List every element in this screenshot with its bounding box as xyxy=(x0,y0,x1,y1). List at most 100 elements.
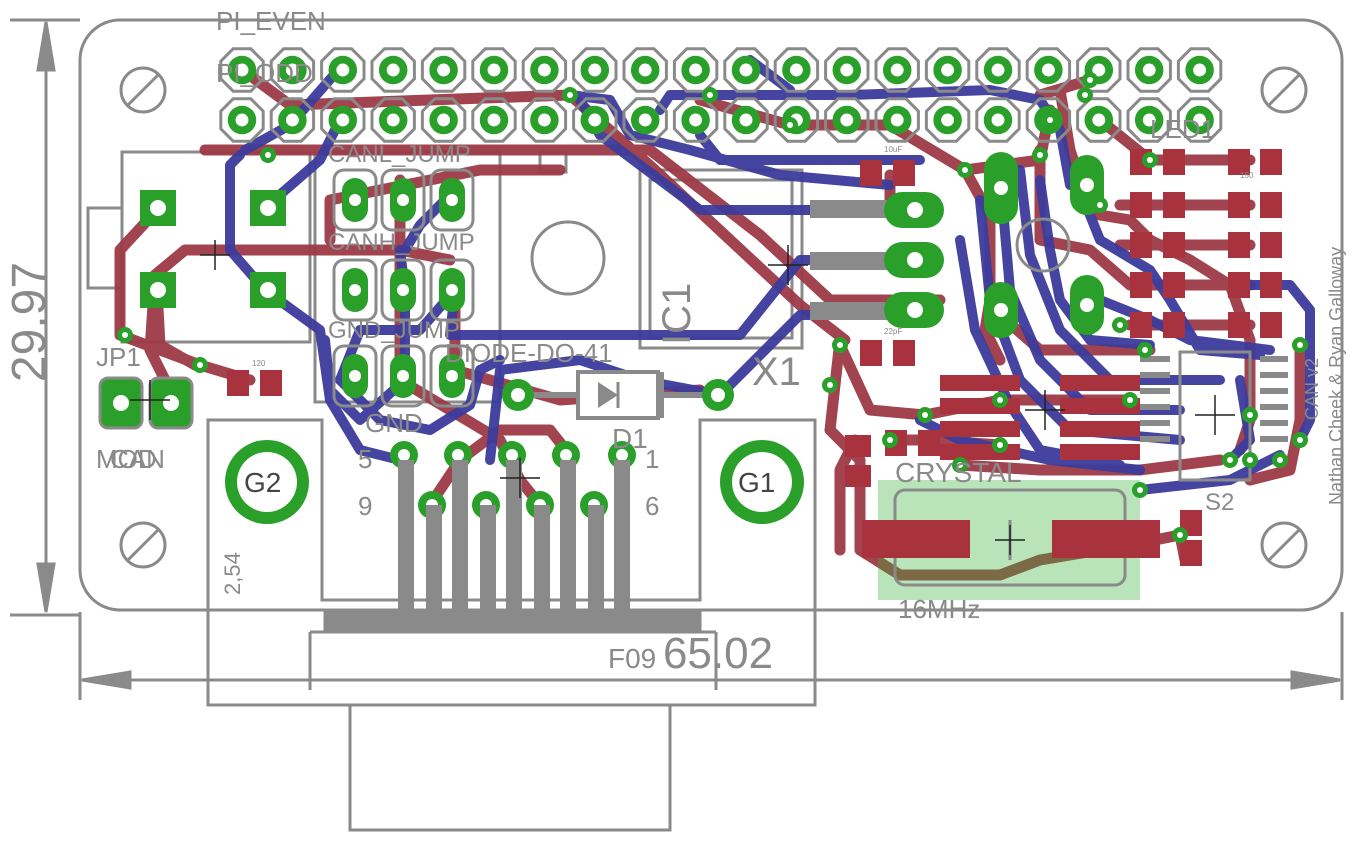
jumper-pin xyxy=(380,168,426,232)
label-cap-22pf: 22pF xyxy=(884,327,902,336)
header-pin xyxy=(521,47,568,93)
smd-pad xyxy=(1130,312,1152,338)
smd-pad xyxy=(1163,312,1185,338)
label-canh-jump: CANH_JUMP xyxy=(328,229,475,256)
left-connector-pads xyxy=(140,190,286,308)
diode-d1 xyxy=(502,370,734,420)
label-x1: X1 xyxy=(752,350,801,394)
label-cap-10uf: 10uF xyxy=(884,145,902,154)
vias xyxy=(117,72,1308,543)
label-jp1: JP1 xyxy=(96,342,141,372)
smd-pad xyxy=(1260,149,1282,175)
label-pin9: 9 xyxy=(358,491,372,521)
header-pin xyxy=(572,97,618,143)
smd-pad xyxy=(1228,149,1250,175)
header-pin xyxy=(269,47,316,93)
label-g2: G2 xyxy=(244,467,281,498)
header-pin xyxy=(1126,97,1172,143)
smd-pad xyxy=(1228,312,1250,338)
label-16mhz: 16MHz xyxy=(898,594,980,624)
label-r150: 150 xyxy=(1240,171,1254,180)
smd-pad xyxy=(1163,272,1185,298)
header-pin xyxy=(723,97,769,143)
header-pin xyxy=(975,47,1021,93)
label-led1: LED1 xyxy=(1150,114,1215,144)
header-pin xyxy=(1126,47,1172,93)
label-can: CAN xyxy=(110,444,165,474)
smd-pad xyxy=(1228,232,1250,258)
mounting-holes xyxy=(119,66,1308,569)
header-pin xyxy=(1176,97,1223,143)
jumper-pin xyxy=(332,168,378,232)
header-pin xyxy=(370,47,416,93)
connector-name: F09 xyxy=(608,643,656,674)
ground-holes xyxy=(225,440,804,524)
header-pin xyxy=(1076,97,1122,143)
header-pin xyxy=(471,47,517,93)
smd-pad xyxy=(1130,272,1152,298)
header-pin xyxy=(622,47,668,93)
smd-pad xyxy=(1163,232,1185,258)
header-pin xyxy=(975,97,1021,143)
label-mod: MOD xyxy=(96,444,157,474)
smd-pad xyxy=(1163,149,1185,175)
label-diode-package: DIODE-DO-41 xyxy=(445,338,613,368)
label-pin6: 6 xyxy=(645,491,659,521)
header-pin xyxy=(269,97,316,143)
label-crystal: CRYSTAL xyxy=(895,457,1022,488)
ic1-regulator xyxy=(810,192,944,328)
jumper-pin xyxy=(429,344,475,408)
origin-crosshairs xyxy=(130,240,1235,555)
header-pin xyxy=(370,97,416,143)
label-pi-even: PI_EVEN xyxy=(216,6,326,36)
smd-pad xyxy=(1260,192,1282,218)
smd-pad xyxy=(1260,312,1282,338)
label-g1: G1 xyxy=(738,467,775,498)
header-pin xyxy=(521,97,568,143)
jumper-pin xyxy=(332,344,378,408)
smd-resistors xyxy=(1130,149,1282,338)
label-gnd-jump: GND_JUMP xyxy=(328,317,460,344)
label-s2: S2 xyxy=(1205,489,1234,516)
smd-pad xyxy=(1260,272,1282,298)
can-controller-chip xyxy=(1140,350,1288,482)
oscillator-pads xyxy=(984,152,1104,338)
header-pin xyxy=(1025,47,1072,93)
jumper-pin xyxy=(380,258,426,322)
header-pin xyxy=(622,97,668,143)
jumper-pads xyxy=(332,168,475,408)
label-pitch: 2,54 xyxy=(220,552,245,595)
header-pin xyxy=(874,97,920,143)
label-ic1: IC1 xyxy=(655,283,699,345)
jumper-pin xyxy=(429,258,475,322)
dimension-lines xyxy=(10,18,1344,700)
board-outline xyxy=(78,18,1344,612)
smd-pad xyxy=(1228,192,1250,218)
label-pin5: 5 xyxy=(358,444,372,474)
jumper-pin xyxy=(429,168,475,232)
can-transceiver-chip xyxy=(940,375,1140,460)
label-rev: CAN v2 xyxy=(1302,358,1322,420)
smd-pad xyxy=(1130,192,1152,218)
header-pins xyxy=(219,47,1223,143)
jumper-pin xyxy=(380,344,426,408)
jp1-pads xyxy=(98,376,194,430)
header-pin xyxy=(420,47,467,93)
header-pin xyxy=(672,97,719,143)
header-pin xyxy=(420,97,467,143)
header-pin xyxy=(672,47,719,93)
header-pin xyxy=(219,47,265,93)
silkscreen-labels: PI_EVEN PI_ODD CANL_JUMP CANH_JUMP GND_J… xyxy=(96,6,1346,624)
header-pin xyxy=(924,97,971,143)
dimension-horizontal: 65.02 xyxy=(663,629,773,678)
smd-pad xyxy=(1130,232,1152,258)
label-pi-odd: PI_ODD xyxy=(216,58,313,88)
label-canl-jump: CANL_JUMP xyxy=(328,141,471,168)
smd-pad xyxy=(1163,192,1185,218)
header-pin xyxy=(1176,47,1223,93)
label-d1: D1 xyxy=(612,423,648,454)
label-r120: 120 xyxy=(252,359,266,368)
header-pin xyxy=(320,47,366,93)
